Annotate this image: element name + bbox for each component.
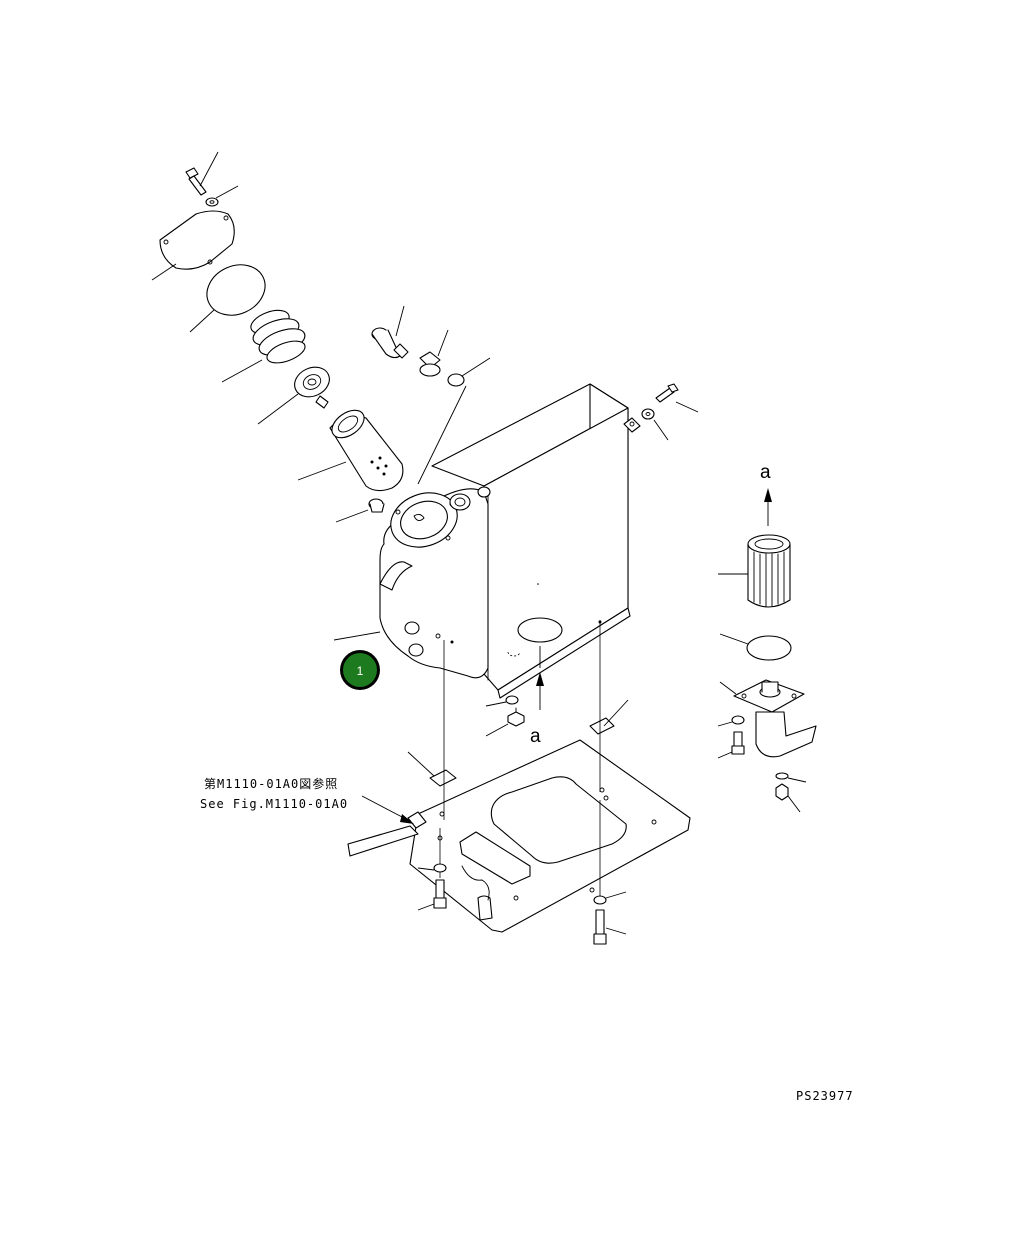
arrow-up-icon: [764, 488, 772, 526]
view-label-bottom: a: [530, 726, 541, 747]
valve-icon: [257, 366, 330, 425]
reference-label-jp: 第M1110-01A0図参照: [204, 776, 338, 791]
strainer-icon: [718, 534, 791, 608]
reference-label-en: See Fig.M1110-01A0: [200, 797, 348, 811]
arrow-up-icon-2: [536, 672, 544, 710]
reference-arrow-icon: [361, 795, 414, 824]
o-ring-icon: [447, 357, 491, 387]
drain-washer-icon: [775, 772, 807, 783]
callout-1-number: 1: [357, 664, 364, 678]
cover-washer-icon: [205, 185, 239, 207]
hydraulic-tank: [333, 383, 641, 699]
cover-gasket-icon: [189, 264, 266, 333]
elbow-bolt-icon: [717, 731, 745, 759]
plug-icon: [419, 329, 449, 377]
plate-bolt-right-icon: [593, 909, 627, 945]
suction-elbow-icon: [719, 679, 817, 758]
drawing-number: PS23977: [796, 1089, 854, 1103]
cap-bolt-icon: [335, 498, 385, 523]
spring-icon: [221, 309, 306, 383]
sensor-icon: [371, 305, 409, 359]
drain-plug-icon: [775, 783, 801, 813]
strainer-gasket-icon: [719, 633, 792, 661]
tank-washer-icon: [641, 408, 669, 441]
plate-washer-right-icon: [593, 891, 627, 905]
cover-bolt-icon: [185, 151, 219, 196]
plate-bolt-left-icon: [417, 879, 447, 911]
cover-plate-icon: [151, 210, 235, 281]
callout-1[interactable]: 1: [340, 650, 380, 690]
mounting-plate: [347, 717, 691, 933]
plate-washer-left-icon: [417, 863, 447, 873]
elbow-washer-icon: [717, 715, 745, 727]
view-label-top: a: [760, 462, 771, 483]
filter-element-icon: [297, 409, 404, 492]
tank-bolt-icon: [655, 383, 699, 413]
small-bolt-icon: [485, 707, 525, 737]
small-o-ring-icon: [485, 695, 519, 707]
